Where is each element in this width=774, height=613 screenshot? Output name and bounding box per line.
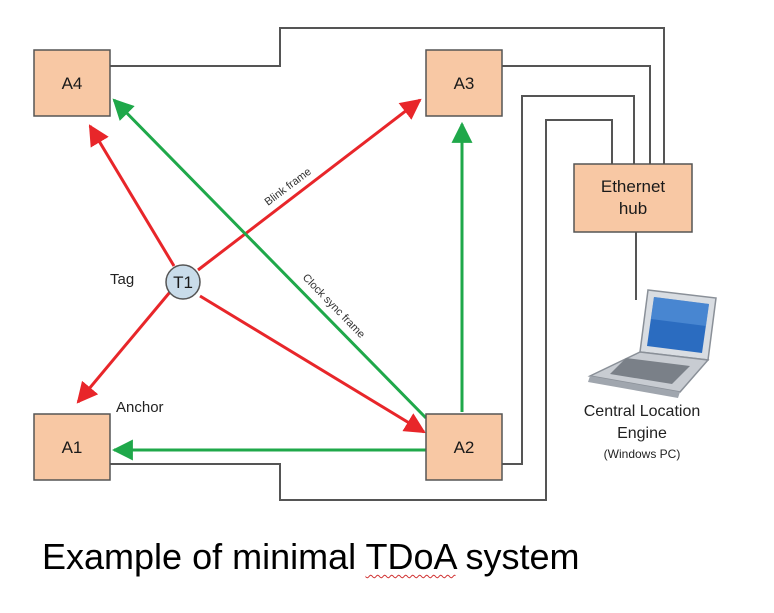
caption-tdoa: TDoA	[365, 536, 456, 577]
anchor-a2-label: A2	[454, 438, 475, 457]
blink-arrow-a2	[199, 294, 426, 434]
hub-label-line2: hub	[619, 199, 647, 218]
anchor-a1: A1	[33, 413, 111, 481]
sync-arrow-a4	[112, 98, 428, 420]
blink-arrows	[76, 98, 426, 434]
anchor-a4-label: A4	[62, 74, 83, 93]
tdoa-diagram: A4 A3 A1 A2 Ethernet hub T1 Tag Anchor B…	[33, 27, 717, 501]
anchor-a3-label: A3	[454, 74, 475, 93]
wire-a3-hub	[500, 65, 651, 164]
sync-arrows	[111, 98, 473, 461]
anchor-a1-label: A1	[62, 438, 83, 457]
wire-a4-hub	[110, 27, 665, 164]
blink-arrow-a1	[76, 291, 172, 404]
hub-label-line1: Ethernet	[601, 177, 666, 196]
pc-label-line3: (Windows PC)	[604, 447, 681, 461]
anchor-a2: A2	[425, 413, 503, 481]
anchor-label: Anchor	[116, 399, 164, 416]
ethernet-wiring	[110, 27, 665, 501]
tag-node-label: T1	[173, 273, 193, 292]
clock-sync-frame-label: Clock sync frame	[300, 272, 367, 341]
wire-a2-hub	[500, 95, 635, 465]
tag-label: Tag	[110, 271, 134, 288]
ethernet-hub: Ethernet hub	[573, 163, 693, 233]
wire-a1-hub	[110, 119, 613, 501]
laptop-icon	[587, 289, 717, 398]
pc-label-line1: Central Location	[584, 403, 701, 420]
caption-before: Example of minimal	[42, 536, 366, 577]
pc-label-line2: Engine	[617, 425, 667, 442]
tag-node: T1	[165, 264, 201, 300]
blink-arrow-a4	[88, 124, 176, 267]
caption: Example of minimal TDoA system	[42, 536, 580, 578]
blink-arrow-a3	[197, 98, 422, 272]
caption-after: system	[455, 536, 580, 577]
anchor-a3: A3	[425, 49, 503, 117]
anchor-a4: A4	[33, 49, 111, 117]
